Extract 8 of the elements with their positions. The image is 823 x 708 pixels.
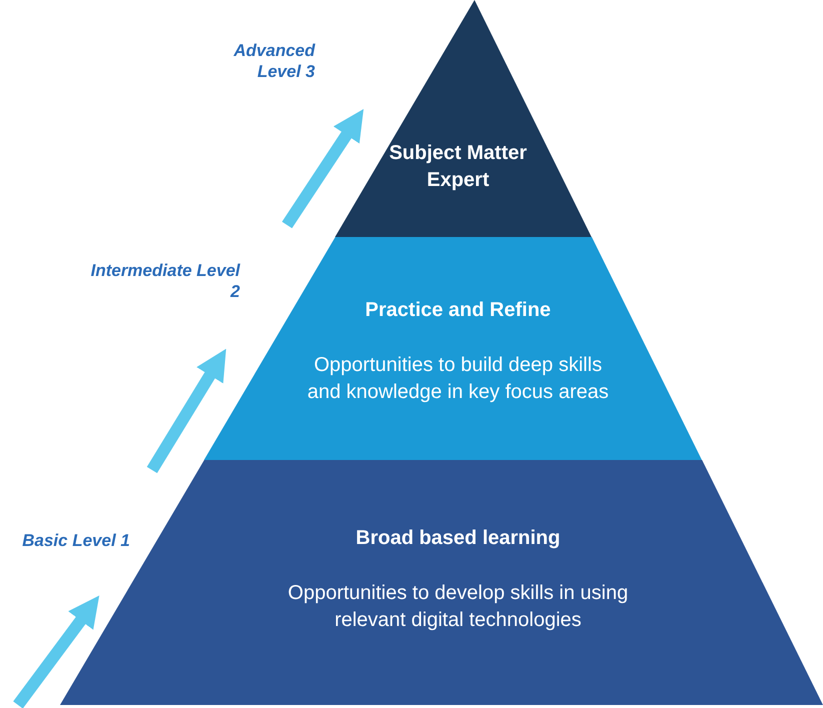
tier-heading: Broad based learning [354,526,562,551]
level-label: Basic Level 1 [21,530,130,552]
tier-description: Opportunities to develop skills in using relevant digital technologies [286,581,630,633]
level-label: Intermediate Level 2 [90,260,240,302]
tier-heading: Practice and Refine [364,298,552,323]
tier-heading: Subject Matter Expert [388,141,528,193]
level-label: Advanced Level 3 [232,40,315,82]
tier-description: Opportunities to build deep skills and knowledge in key focus areas [306,353,610,405]
